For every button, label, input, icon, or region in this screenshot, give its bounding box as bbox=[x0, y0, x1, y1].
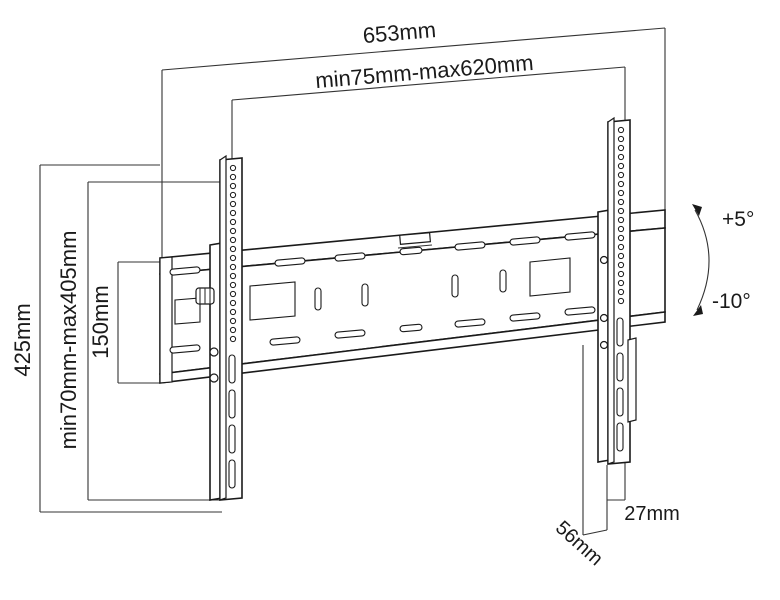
label-plate-height: 150mm bbox=[88, 285, 113, 358]
screw-icon bbox=[209, 373, 219, 383]
screw-icon bbox=[599, 340, 609, 350]
label-overall-height: 425mm bbox=[10, 303, 35, 376]
width-653-line bbox=[161, 27, 666, 71]
large-cutouts bbox=[174, 257, 571, 325]
depth-56-line bbox=[582, 529, 608, 536]
label-vesa-height: min70mm-max405mm bbox=[56, 231, 81, 450]
mounting-hole bbox=[617, 180, 625, 188]
left-arm-long-slots bbox=[228, 354, 236, 489]
screw-icon bbox=[599, 255, 609, 265]
right-arm-long-slots bbox=[616, 317, 624, 452]
label-tilt-down: -10° bbox=[712, 290, 751, 313]
dimension-lines bbox=[39, 27, 666, 536]
label-depth-min: 27mm bbox=[624, 503, 680, 525]
upper-slots bbox=[169, 231, 596, 276]
wall-plate bbox=[159, 209, 666, 384]
mounting-hole bbox=[617, 288, 625, 296]
mounting-hole bbox=[229, 236, 237, 244]
mounting-hole bbox=[229, 200, 237, 208]
mounting-hole bbox=[617, 261, 625, 269]
screw-icon bbox=[209, 347, 219, 357]
mounting-hole bbox=[617, 162, 625, 170]
mounting-hole bbox=[229, 254, 237, 262]
mounting-hole bbox=[617, 270, 625, 278]
mounting-hole bbox=[229, 335, 237, 343]
mounting-hole bbox=[229, 164, 237, 172]
screw-icon bbox=[599, 313, 609, 323]
mounting-hole bbox=[617, 189, 625, 197]
vertical-slots bbox=[314, 269, 507, 311]
mounting-hole bbox=[229, 182, 237, 190]
mounting-hole bbox=[229, 308, 237, 316]
lower-slots bbox=[169, 306, 596, 354]
mounting-hole bbox=[617, 135, 625, 143]
mounting-hole bbox=[229, 218, 237, 226]
mounting-hole bbox=[229, 317, 237, 325]
mounting-hole bbox=[617, 126, 625, 134]
left-arm-holes bbox=[229, 164, 237, 343]
mounting-hole bbox=[617, 171, 625, 179]
mounting-hole bbox=[229, 245, 237, 253]
label-vesa-width: min75mm-max620mm bbox=[314, 50, 534, 93]
mounting-hole bbox=[617, 243, 625, 251]
label-overall-width: 653mm bbox=[362, 17, 437, 48]
tilt-arrow-up-icon bbox=[692, 204, 702, 216]
mounting-hole bbox=[617, 198, 625, 206]
label-depth-max: 56mm bbox=[551, 517, 607, 571]
right-arm-holes bbox=[617, 126, 625, 305]
mounting-hole bbox=[229, 299, 237, 307]
right-arm bbox=[597, 116, 637, 465]
mounting-hole bbox=[229, 272, 237, 280]
mounting-hole bbox=[617, 225, 625, 233]
vesa-width-line bbox=[231, 66, 626, 101]
mounting-hole bbox=[617, 252, 625, 260]
mounting-hole bbox=[617, 297, 625, 305]
mounting-hole bbox=[617, 207, 625, 215]
mounting-hole bbox=[229, 191, 237, 199]
center-clip bbox=[399, 232, 432, 245]
mounting-hole bbox=[617, 216, 625, 224]
mounting-hole bbox=[229, 281, 237, 289]
tilt-arrow-down-icon bbox=[693, 305, 703, 316]
mounting-hole bbox=[229, 227, 237, 235]
tilt-arc bbox=[692, 204, 710, 316]
mounting-hole bbox=[229, 263, 237, 271]
mounting-hole bbox=[229, 326, 237, 334]
mounting-hole bbox=[229, 173, 237, 181]
left-arm bbox=[195, 154, 243, 501]
mounting-hole bbox=[617, 279, 625, 287]
label-tilt-up: +5° bbox=[722, 208, 754, 231]
mounting-hole bbox=[617, 153, 625, 161]
mounting-hole bbox=[617, 144, 625, 152]
tilt-knob-icon bbox=[195, 287, 215, 305]
mounting-hole bbox=[617, 234, 625, 242]
mounting-hole bbox=[229, 290, 237, 298]
mounting-hole bbox=[229, 209, 237, 217]
